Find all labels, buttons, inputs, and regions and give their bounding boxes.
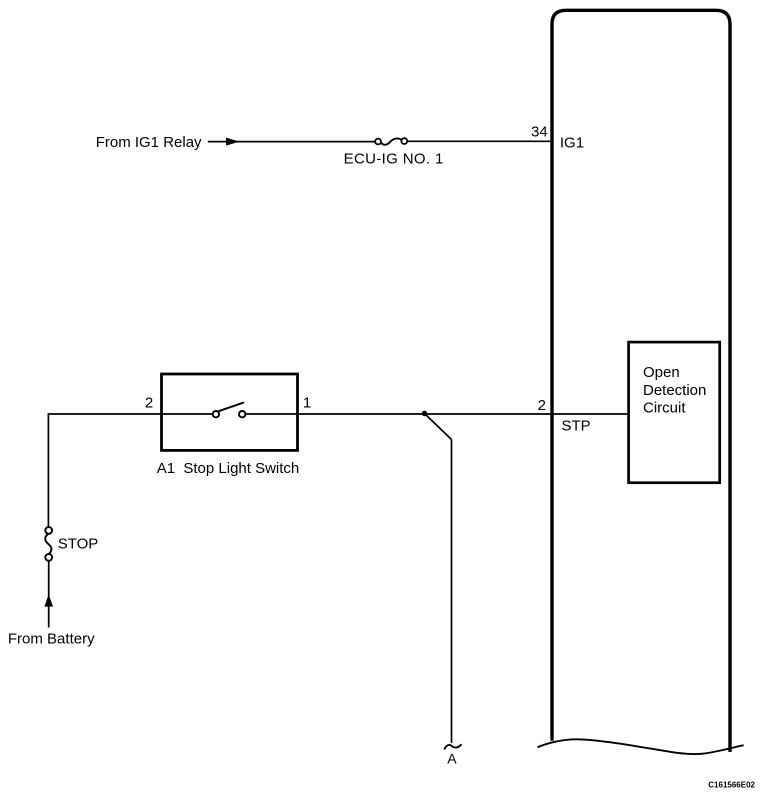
svg-text:2: 2 [538, 397, 546, 414]
svg-text:From IG1 Relay: From IG1 Relay [96, 134, 202, 151]
svg-text:Circuit: Circuit [643, 400, 686, 417]
svg-text:ECU-IG NO. 1: ECU-IG NO. 1 [344, 151, 444, 168]
svg-text:1: 1 [303, 394, 311, 411]
svg-text:STOP: STOP [58, 535, 99, 552]
svg-text:STP: STP [562, 418, 591, 435]
svg-text:Open: Open [643, 364, 680, 381]
svg-text:IG1: IG1 [560, 135, 584, 152]
svg-text:C161566E02: C161566E02 [708, 781, 755, 790]
svg-text:2: 2 [145, 394, 153, 411]
svg-text:A: A [447, 751, 457, 767]
svg-text:From Battery: From Battery [8, 631, 95, 648]
svg-text:34: 34 [531, 124, 548, 141]
svg-text:Detection: Detection [643, 382, 706, 399]
svg-text:A1 Stop Light Switch: A1 Stop Light Switch [157, 460, 300, 477]
